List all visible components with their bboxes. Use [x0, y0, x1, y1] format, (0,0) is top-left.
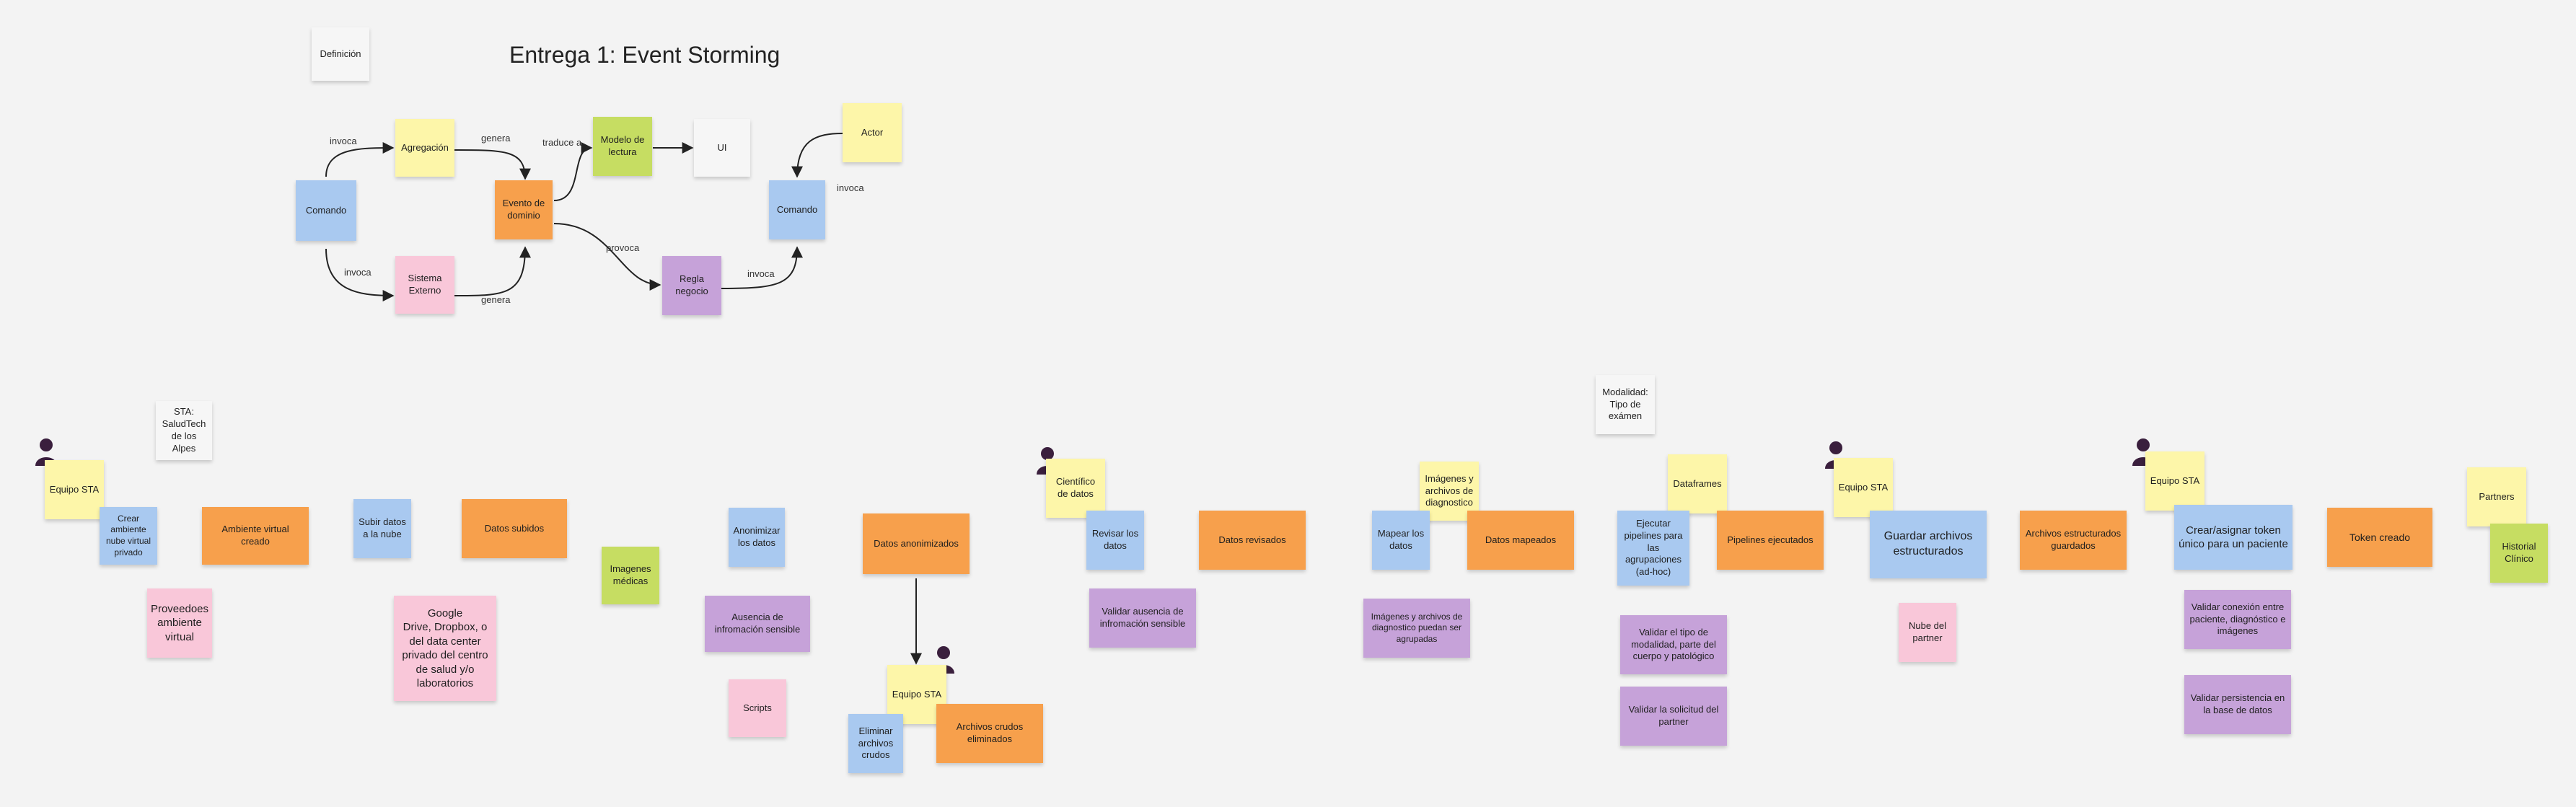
- event-datos-mapeados[interactable]: Datos mapeados: [1467, 511, 1574, 570]
- command-anonimizar[interactable]: Anonimizar los datos: [729, 508, 785, 567]
- rule-validar-persistencia[interactable]: Validar persistencia en la base de datos: [2184, 675, 2291, 734]
- actor-imagenes-archivos[interactable]: Imágenes y archivos de diagnostico: [1420, 462, 1479, 521]
- event-ambiente-creado[interactable]: Ambiente virtual creado: [202, 507, 309, 565]
- command-crear-ambiente[interactable]: Crear ambiente nube virtual privado: [100, 507, 157, 565]
- event-datos-anonimizados[interactable]: Datos anonimizados: [863, 513, 970, 574]
- event-pipelines-ejecutados[interactable]: Pipelines ejecutados: [1717, 511, 1824, 570]
- sta-note[interactable]: STA: SaludTech de los Alpes: [156, 401, 212, 460]
- legend-ui[interactable]: UI: [694, 119, 750, 177]
- event-token-creado[interactable]: Token creado: [2327, 508, 2432, 567]
- label-traduce-a: traduce a: [542, 137, 582, 148]
- rule-agrupadas[interactable]: Imágenes y archivos de diagnostico pueda…: [1363, 599, 1470, 658]
- command-crear-token[interactable]: Crear/asignar token único para un pacien…: [2174, 505, 2293, 570]
- actor-equipo-sta-3[interactable]: Equipo STA: [1834, 458, 1893, 517]
- actor-partners[interactable]: Partners: [2467, 467, 2526, 526]
- event-estructurados-guardados[interactable]: Archivos estructurados guardados: [2020, 511, 2127, 570]
- legend-comando-2[interactable]: Comando: [769, 180, 825, 239]
- read-model-historial-clinico[interactable]: Historial Clínico: [2490, 524, 2548, 583]
- actor-dataframes[interactable]: Dataframes: [1668, 454, 1727, 513]
- rule-validar-conexion[interactable]: Validar conexión entre paciente, diagnós…: [2184, 590, 2291, 649]
- label-provoca: provoca: [606, 242, 640, 253]
- actor-equipo-sta-1[interactable]: Equipo STA: [45, 460, 104, 519]
- legend-comando[interactable]: Comando: [296, 180, 356, 241]
- external-google-drive[interactable]: Google Drive, Dropbox, o del data center…: [394, 596, 496, 701]
- external-nube-partner[interactable]: Nube del partner: [1899, 603, 1956, 662]
- rule-ausencia-informacion[interactable]: Ausencia de infromación sensible: [705, 596, 810, 652]
- rule-validar-tipo[interactable]: Validar el tipo de modalidad, parte del …: [1620, 615, 1727, 674]
- label-invoca-3: invoca: [747, 268, 775, 279]
- page-title: Entrega 1: Event Storming: [509, 42, 781, 68]
- event-datos-subidos[interactable]: Datos subidos: [462, 499, 567, 558]
- label-genera-2: genera: [481, 294, 511, 305]
- command-mapear-datos[interactable]: Mapear los datos: [1372, 511, 1430, 570]
- legend-regla-negocio[interactable]: Regla negocio: [662, 256, 721, 315]
- legend-sistema-externo[interactable]: Sistema Externo: [395, 256, 454, 314]
- label-genera-1: genera: [481, 133, 511, 144]
- event-datos-revisados[interactable]: Datos revisados: [1199, 511, 1306, 570]
- read-model-imagenes-medicas[interactable]: Imagenes médicas: [602, 547, 659, 604]
- definition-note[interactable]: Definición: [312, 27, 369, 81]
- command-ejecutar-pipelines[interactable]: Ejecutar pipelines para las agrupaciones…: [1617, 511, 1689, 586]
- actor-equipo-sta-4[interactable]: Equipo STA: [2145, 451, 2204, 511]
- external-scripts[interactable]: Scripts: [729, 679, 786, 737]
- rule-validar-solicitud[interactable]: Validar la solicitud del partner: [1620, 687, 1727, 746]
- label-invoca-1: invoca: [330, 136, 357, 146]
- modalidad-note[interactable]: Modalidad: Tipo de exámen: [1596, 375, 1655, 434]
- legend-modelo-lectura[interactable]: Modelo de lectura: [593, 117, 652, 176]
- rule-validar-ausencia[interactable]: Validar ausencia de infromación sensible: [1089, 588, 1196, 648]
- legend-actor[interactable]: Actor: [843, 103, 902, 162]
- external-proveedores[interactable]: Proveedoes ambiente virtual: [147, 588, 212, 658]
- actor-cientifico-datos[interactable]: Científico de datos: [1046, 459, 1105, 518]
- command-subir-datos[interactable]: Subir datos a la nube: [353, 499, 411, 558]
- command-eliminar-crudos[interactable]: Eliminar archivos crudos: [848, 714, 903, 773]
- command-guardar-archivos[interactable]: Guardar archivos estructurados: [1870, 511, 1987, 578]
- command-revisar-datos[interactable]: Revisar los datos: [1086, 511, 1144, 570]
- event-crudos-eliminados[interactable]: Archivos crudos eliminados: [936, 704, 1043, 763]
- legend-agregacion[interactable]: Agregación: [395, 119, 454, 177]
- legend-evento-dominio[interactable]: Evento de dominio: [495, 180, 553, 239]
- label-invoca-2: invoca: [344, 267, 372, 278]
- label-invoca-4: invoca: [837, 182, 864, 193]
